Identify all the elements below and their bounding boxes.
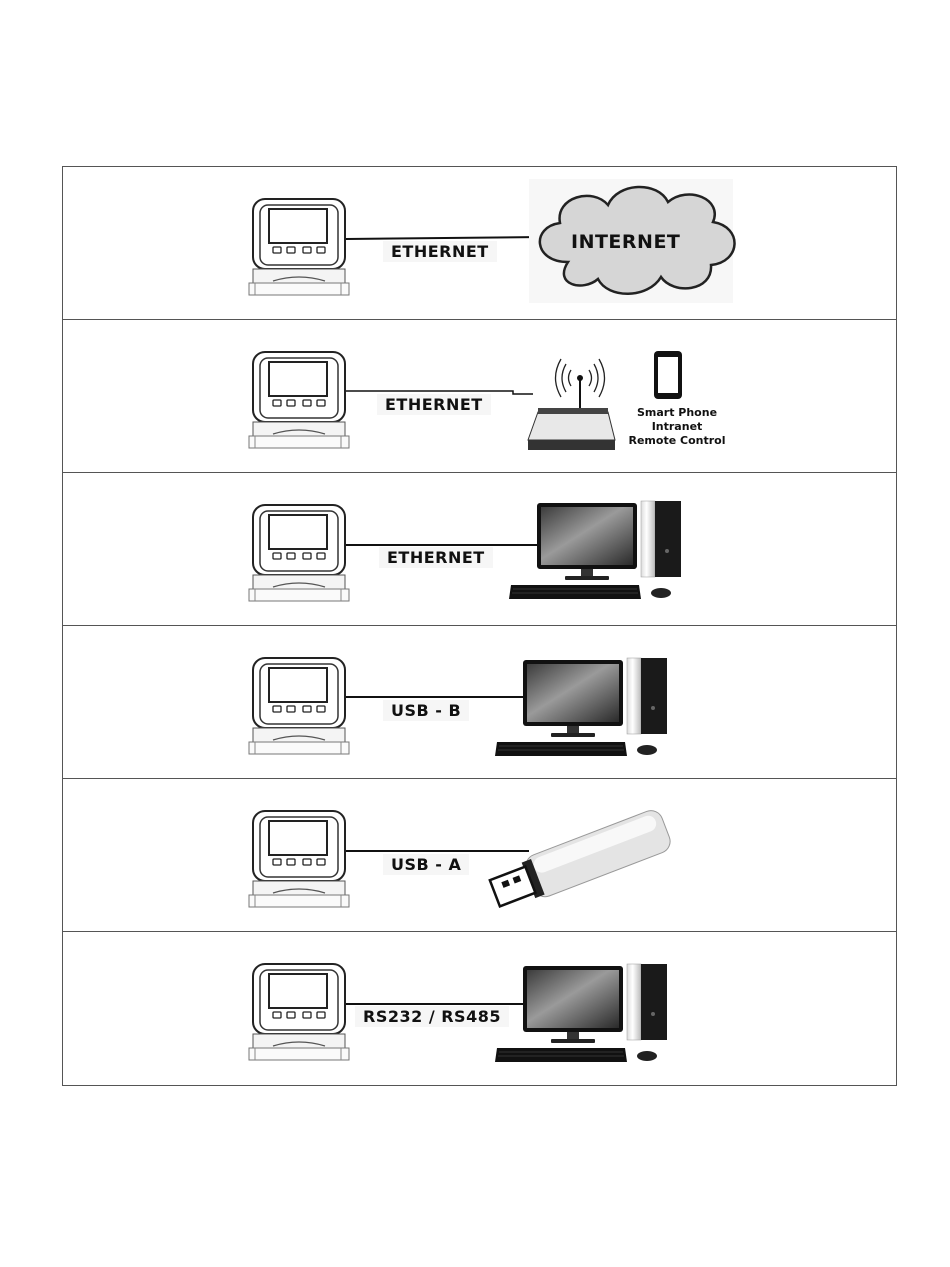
caption-line: Remote Control <box>622 434 732 448</box>
desktop-computer-icon <box>509 501 681 599</box>
controller-device-icon <box>249 811 349 907</box>
connection-label: RS232 / RS485 <box>355 1006 509 1027</box>
usb-flash-drive-icon <box>487 807 674 914</box>
row-usb-a-flashdrive: USB - A <box>63 779 896 932</box>
smartphone-icon <box>654 351 682 399</box>
desktop-computer-icon <box>495 658 667 756</box>
row-rs232-rs485-computer: RS232 / RS485 <box>63 932 896 1086</box>
connection-diagram: ETHERNET INTERNET <box>62 166 897 1086</box>
row-ethernet-router: ETHERNET Smart Phone Intranet Remote Con… <box>63 320 896 473</box>
controller-device-icon <box>249 964 349 1060</box>
caption-line: Smart Phone <box>622 406 732 420</box>
connection-label: ETHERNET <box>379 547 493 568</box>
caption-line: Intranet <box>622 420 732 434</box>
connection-label: ETHERNET <box>383 241 497 262</box>
wifi-router-icon <box>528 359 615 450</box>
controller-device-icon <box>249 199 349 295</box>
row-usb-b-computer: USB - B <box>63 626 896 779</box>
smartphone-caption: Smart Phone Intranet Remote Control <box>622 406 732 448</box>
controller-device-icon <box>249 505 349 601</box>
controller-device-icon <box>249 352 349 448</box>
desktop-computer-icon <box>495 964 667 1062</box>
connection-label: ETHERNET <box>377 394 491 415</box>
connection-label: USB - B <box>383 700 469 721</box>
row-ethernet-computer: ETHERNET <box>63 473 896 626</box>
internet-label: INTERNET <box>571 231 680 253</box>
connection-label: USB - A <box>383 854 469 875</box>
row-ethernet-internet: ETHERNET INTERNET <box>63 167 896 320</box>
controller-device-icon <box>249 658 349 754</box>
